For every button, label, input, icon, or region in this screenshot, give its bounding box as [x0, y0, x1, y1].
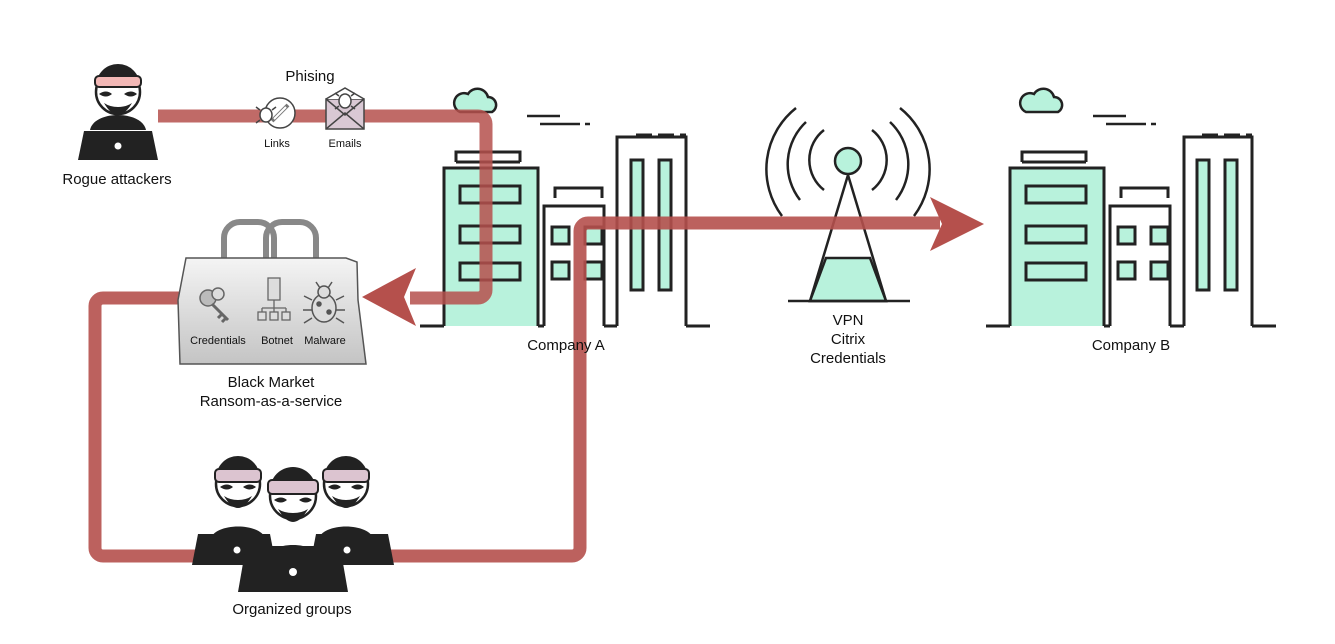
- citrix-label: Citrix: [831, 331, 866, 348]
- vpn-credentials-label: Credentials: [810, 350, 886, 367]
- link-bug-icon: [255, 97, 296, 129]
- attacker-icon: [78, 64, 158, 160]
- company-b-building: [986, 114, 1276, 328]
- emails-label: Emails: [328, 138, 362, 150]
- arrow-to-black-market: [362, 268, 416, 326]
- antenna-icon: [765, 107, 931, 303]
- cloud-icon: [452, 87, 498, 114]
- email-bug-icon: [325, 87, 365, 130]
- key-icon: [199, 287, 230, 324]
- phishing-flow-path: [158, 109, 493, 305]
- attacker-icon: [210, 456, 266, 540]
- credentials-item-label: Credentials: [190, 335, 246, 347]
- black-market-label: Black Market: [228, 374, 316, 391]
- rogue-attackers-label: Rogue attackers: [62, 171, 171, 188]
- arrow-to-company-b: [930, 197, 984, 251]
- bag-icon: [177, 219, 367, 365]
- attacker-icon: [318, 456, 374, 540]
- botnet-item-label: Botnet: [261, 335, 293, 347]
- ransom-service-label: Ransom-as-a-service: [200, 393, 343, 410]
- organized-groups-label: Organized groups: [232, 601, 351, 618]
- phishing-title: Phising: [285, 68, 334, 85]
- cloud-icon: [1018, 87, 1064, 114]
- company-a-label: Company A: [527, 337, 605, 354]
- vpn-label: VPN: [833, 312, 864, 329]
- links-label: Links: [264, 138, 290, 150]
- bug-icon: [303, 281, 345, 324]
- company-b-label: Company B: [1092, 337, 1170, 354]
- malware-item-label: Malware: [304, 335, 346, 347]
- organized-groups-icon: [192, 456, 394, 592]
- server-icon: [257, 277, 291, 321]
